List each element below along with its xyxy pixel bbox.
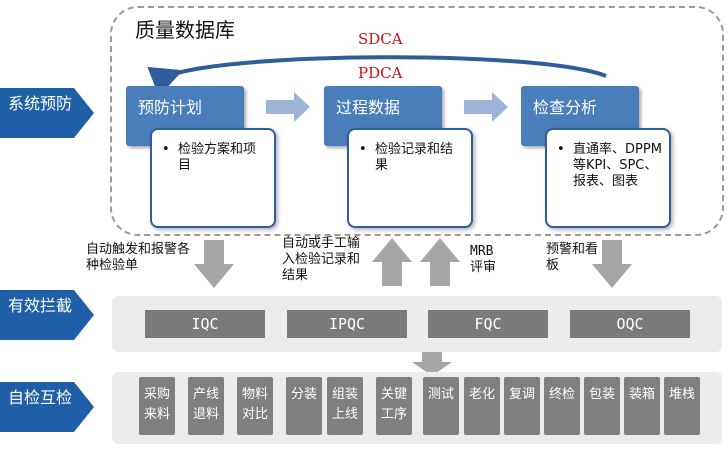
step-item: 采购来料	[139, 377, 175, 435]
down-arrow-icon	[592, 240, 632, 288]
step-item: 分装	[286, 377, 322, 435]
stage-title: 检查分析	[533, 98, 598, 117]
note-warning-board: 预警和看板	[546, 242, 599, 273]
stage-detail-box: • 直通率、DPPM等KPI、SPC、报表、图表	[545, 128, 671, 228]
bullet-icon: •	[162, 142, 170, 157]
side-label-interception: 有效拦截	[0, 290, 94, 340]
stage-detail-text: 检验记录和结果	[375, 142, 454, 173]
stage-detail-text: 检验方案和项目	[178, 142, 257, 173]
up-arrow-icon	[372, 238, 412, 286]
side-label-text: 系统预防	[8, 94, 73, 113]
stage-title: 预防计划	[138, 98, 203, 117]
pdca-label: PDCA	[358, 64, 403, 82]
down-arrow-icon	[412, 352, 452, 376]
side-label-arrow-shape	[0, 88, 94, 138]
step-item: 组装上线	[327, 377, 363, 435]
gate-iqc: IQC	[145, 310, 265, 338]
step-item: 包装	[584, 377, 620, 435]
step-item: 物料对比	[237, 377, 273, 435]
database-title: 质量数据库	[135, 18, 235, 42]
down-arrow-icon	[194, 240, 234, 288]
quality-database-container	[110, 6, 724, 236]
up-arrow-icon	[420, 238, 460, 286]
right-arrow-icon	[464, 92, 508, 122]
stage-detail-box: • 检验方案和项目	[150, 128, 276, 228]
note-mrb-review: MRB评审	[470, 244, 497, 275]
note-auto-trigger: 自动触发和报警各种检验单	[86, 242, 191, 273]
step-item: 老化	[464, 377, 500, 435]
bullet-icon: •	[557, 142, 565, 157]
side-label-arrow-shape	[0, 290, 94, 340]
step-item: 关键工序	[376, 377, 412, 435]
gate-oqc: OQC	[570, 310, 690, 338]
side-label-self-check: 自检互检	[0, 382, 94, 432]
step-item: 堆栈	[664, 377, 700, 435]
bullet-icon: •	[359, 142, 367, 157]
step-item: 装箱	[624, 377, 660, 435]
side-label-text: 有效拦截	[8, 296, 73, 315]
step-item: 终检	[544, 377, 580, 435]
stage-detail-text: 直通率、DPPM等KPI、SPC、报表、图表	[573, 142, 662, 189]
stage-title: 过程数据	[336, 98, 401, 117]
stage-detail-box: • 检验记录和结果	[347, 128, 473, 228]
right-arrow-icon	[266, 92, 310, 122]
gate-ipqc: IPQC	[287, 310, 407, 338]
step-item: 产线退料	[188, 377, 224, 435]
sdca-label: SDCA	[358, 30, 403, 48]
step-item: 测试	[423, 377, 459, 435]
side-label-arrow-shape	[0, 382, 94, 432]
side-label-text: 自检互检	[8, 388, 73, 407]
step-item: 复调	[504, 377, 540, 435]
side-label-prevention: 系统预防	[0, 88, 94, 138]
gate-fqc: FQC	[428, 310, 548, 338]
note-record-input: 自动或手工输入检验记录和结果	[282, 236, 361, 283]
